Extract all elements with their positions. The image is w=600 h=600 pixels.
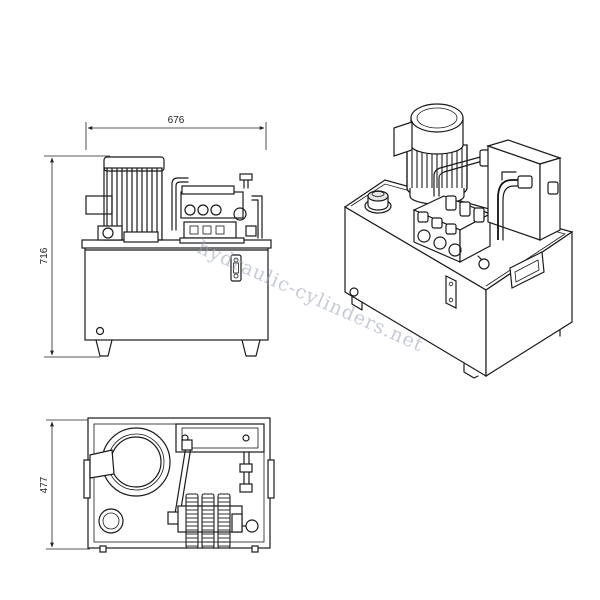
width-dimension: 676 (85, 115, 267, 150)
tank-side-face (485, 230, 573, 378)
electric-motor-iso (393, 103, 468, 205)
electric-motor-front (85, 156, 165, 243)
level-gauge-iso (445, 275, 457, 309)
filler-cap-iso (364, 190, 392, 214)
drain-plug-iso (349, 287, 359, 297)
return-filter-iso (486, 139, 562, 241)
tank-foot-left (95, 339, 113, 357)
pressure-pipe-iso (433, 155, 485, 197)
valve-manifold-iso (412, 149, 493, 270)
height-dimension: 716 (39, 155, 110, 358)
motor-junction-box-iso (393, 121, 413, 157)
width-dimension-label: 676 (168, 115, 185, 126)
return-pipe-front (251, 195, 263, 239)
tank-foot-right (241, 339, 261, 357)
height-dimension-label: 716 (39, 247, 50, 264)
suction-pipe-front (171, 177, 189, 231)
filler-cap-top (98, 508, 124, 534)
depth-dimension-label: 477 (39, 476, 50, 493)
valve-manifold-front (179, 185, 247, 244)
front-view: 676 716 (39, 115, 272, 358)
pressure-pipe-top (173, 445, 187, 521)
drain-plug (95, 326, 105, 336)
top-view: 477 (39, 417, 275, 553)
level-gauge-front (230, 254, 242, 282)
valve-stack-top (177, 493, 259, 549)
pressure-gauge-front (233, 207, 247, 221)
isometric-view (343, 103, 574, 379)
motor-fan-cover-iso (410, 103, 464, 133)
pressure-gauge-iso (478, 258, 490, 270)
depth-dimension: 477 (39, 419, 90, 550)
motor-top (89, 427, 171, 497)
